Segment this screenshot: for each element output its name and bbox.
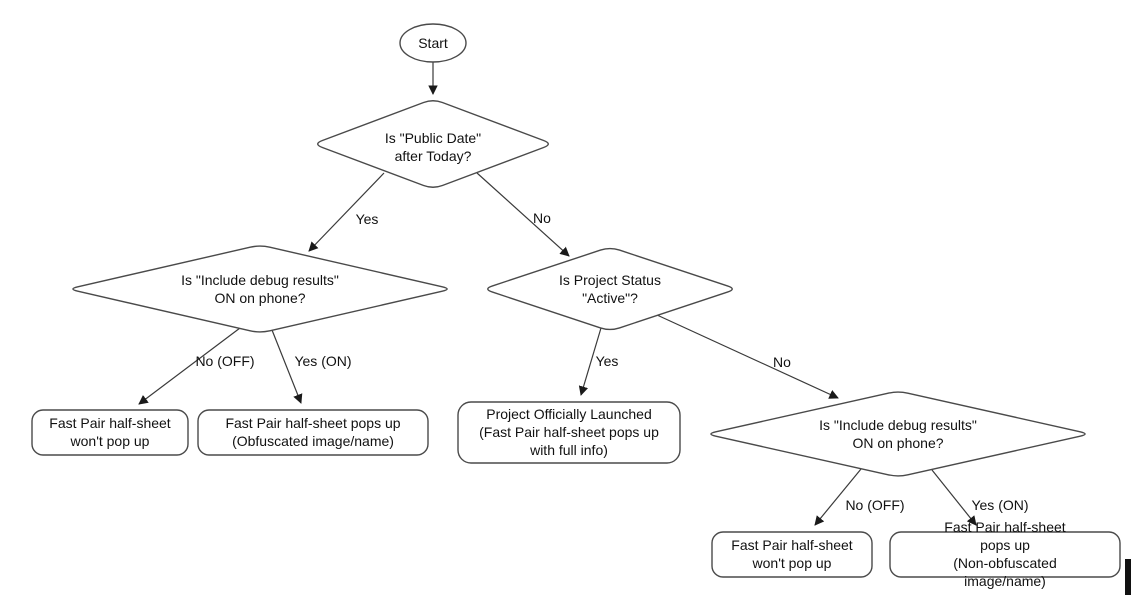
box-no-popup-right [711, 531, 873, 578]
edge-label-yes-on-left: Yes (ON) [294, 353, 352, 369]
diamond-debug-right [710, 391, 1086, 477]
edge-label-no-far: No [773, 354, 791, 370]
edge-debug-left-no-off [138, 327, 241, 405]
node-label-non-obfuscated: Fast Pair half-sheet pops up (Non-obfusc… [944, 519, 1066, 589]
node-label-launched: Project Officially Launched (Fast Pair h… [479, 406, 659, 458]
edge-label-yes-on-right: Yes (ON) [971, 497, 1029, 513]
box-non-obfuscated [889, 531, 1121, 578]
box-launched [457, 401, 681, 464]
edge-label-yes-mid: Yes [595, 353, 619, 369]
edge-status-no [656, 314, 839, 399]
diamond-status [487, 247, 733, 331]
node-label-public-date: Is "Public Date" after Today? [384, 130, 482, 164]
node-shapes-group [31, 23, 1121, 578]
node-label-start: Start [418, 35, 448, 51]
start-ellipse [399, 23, 467, 63]
edge-label-no-off-left: No (OFF) [195, 353, 255, 369]
edge-public-date-yes [308, 172, 385, 252]
diamond-public-date [317, 100, 549, 188]
node-label-debug-right: Is "Include debug results" ON on phone? [819, 417, 977, 451]
diamond-debug-left [72, 245, 448, 333]
box-obfuscated [197, 409, 429, 456]
edges-group [138, 61, 977, 526]
node-label-debug-left: Is "Include debug results" ON on phone? [181, 272, 339, 306]
node-label-no-popup-left: Fast Pair half-sheet won't pop up [49, 415, 171, 449]
edge-debug-right-no-off [814, 468, 862, 526]
edge-label-no-right: No [533, 210, 551, 226]
edge-debug-right-yes-on [931, 469, 977, 526]
box-no-popup-left [31, 409, 189, 456]
node-label-no-popup-right: Fast Pair half-sheet won't pop up [731, 537, 853, 571]
edge-debug-left-yes-on [271, 329, 303, 404]
node-label-obfuscated: Fast Pair half-sheet pops up (Obfuscated… [225, 415, 401, 449]
text-cursor-artifact [1125, 559, 1131, 595]
edge-public-date-no [476, 172, 570, 257]
node-label-status: Is Project Status "Active"? [559, 272, 661, 306]
edge-status-yes [578, 327, 602, 396]
edge-label-no-off-right: No (OFF) [845, 497, 905, 513]
edge-label-yes-left: Yes [355, 211, 379, 227]
